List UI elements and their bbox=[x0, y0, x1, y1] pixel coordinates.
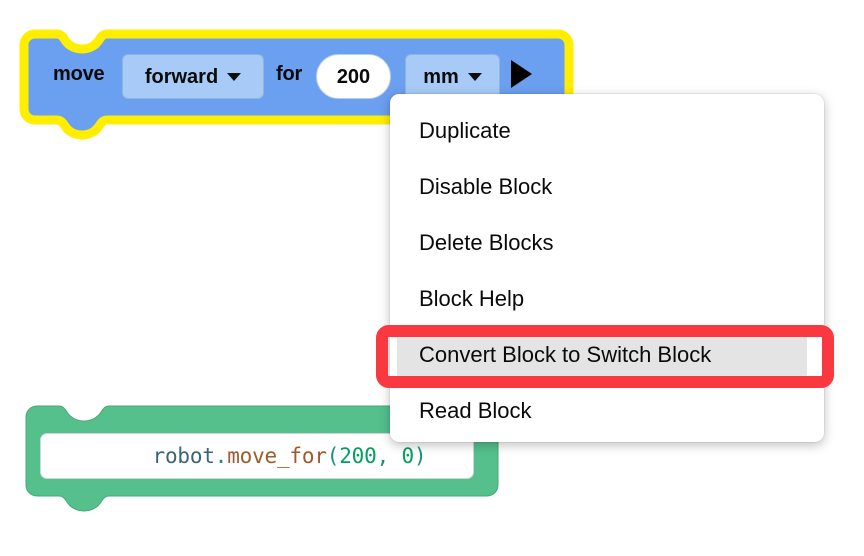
menu-item-label: Convert Block to Switch Block bbox=[419, 342, 712, 367]
menu-item-read-block[interactable]: Read Block bbox=[390, 383, 824, 439]
menu-item-delete-blocks[interactable]: Delete Blocks bbox=[390, 215, 824, 271]
code-token-space bbox=[389, 444, 401, 468]
chevron-down-icon bbox=[227, 73, 242, 81]
code-token-open-paren: ( bbox=[326, 443, 340, 468]
direction-dropdown[interactable]: forward bbox=[122, 54, 264, 99]
menu-item-label: Read Block bbox=[419, 398, 532, 423]
menu-item-label: Block Help bbox=[419, 286, 525, 311]
menu-item-convert-block-to-switch-block[interactable]: Convert Block to Switch Block bbox=[397, 334, 807, 376]
block-context-menu[interactable]: Duplicate Disable Block Delete Blocks Bl… bbox=[390, 94, 824, 442]
distance-input-value: 200 bbox=[336, 65, 371, 88]
units-dropdown[interactable]: mm bbox=[405, 54, 500, 99]
distance-input[interactable]: 200 bbox=[316, 54, 391, 99]
menu-item-label: Delete Blocks bbox=[419, 230, 554, 255]
menu-item-duplicate[interactable]: Duplicate bbox=[390, 103, 824, 159]
code-token-comma: , bbox=[376, 443, 390, 468]
code-token-arg-1: 200 bbox=[339, 443, 377, 468]
code-token-function: move_for bbox=[227, 443, 327, 468]
play-triangle-icon[interactable] bbox=[511, 60, 532, 88]
menu-item-disable-block[interactable]: Disable Block bbox=[390, 159, 824, 215]
chevron-down-icon bbox=[467, 73, 482, 81]
code-token-close-paren: ) bbox=[413, 443, 427, 468]
code-text: robot.move_for(200, 0) bbox=[41, 434, 427, 478]
units-dropdown-value: mm bbox=[423, 65, 459, 88]
menu-item-block-help[interactable]: Block Help bbox=[390, 271, 824, 327]
code-token-object: robot bbox=[152, 443, 215, 468]
code-token-dot: . bbox=[214, 443, 228, 468]
code-token-arg-2: 0 bbox=[401, 443, 414, 468]
menu-item-label: Disable Block bbox=[419, 174, 553, 199]
menu-item-label: Duplicate bbox=[419, 118, 511, 143]
move-block-label-move: move bbox=[53, 63, 105, 85]
direction-dropdown-value: forward bbox=[144, 65, 219, 88]
move-block-label-for: for bbox=[276, 63, 303, 85]
